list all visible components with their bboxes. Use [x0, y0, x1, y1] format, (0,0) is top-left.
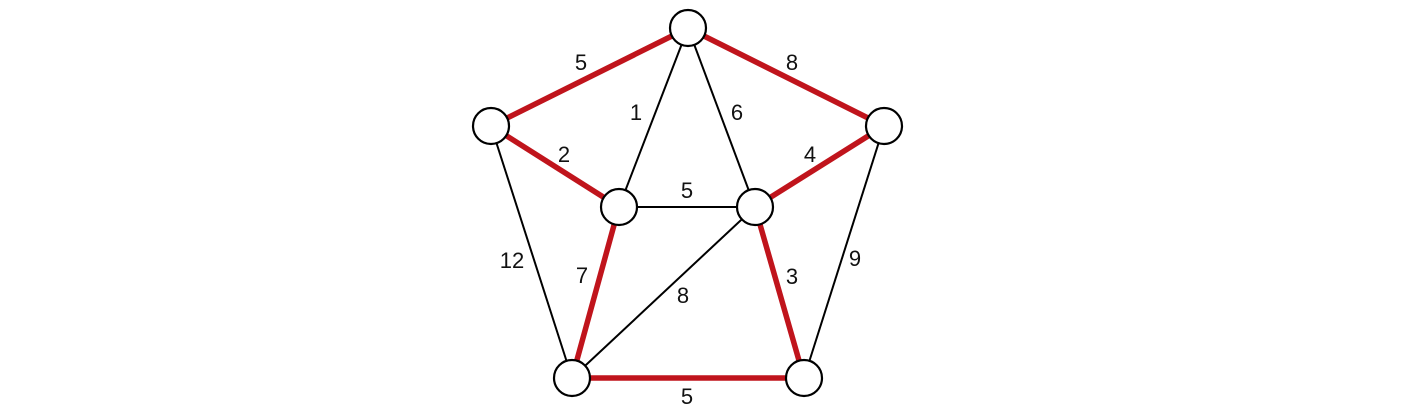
edge-left-bottom-left: [490, 125, 573, 379]
node-bottom-right: [784, 358, 824, 398]
edge-inner-right-bottom-left: [571, 206, 756, 379]
node-inner-left: [599, 187, 639, 227]
edge-inner-right-bottom-right: [752, 206, 807, 379]
edge-inner-left-bottom-left: [569, 206, 622, 379]
edge-weight-label: 7: [576, 263, 588, 288]
node-bottom-left: [552, 358, 592, 398]
edge-right-bottom-right: [803, 125, 885, 379]
edge-weight-label: 12: [500, 248, 524, 273]
edge-weight-label: 6: [731, 100, 743, 125]
node-right: [864, 106, 904, 146]
node-top: [668, 8, 708, 48]
edge-weight-label: 5: [681, 178, 693, 203]
edge-top-inner-right: [687, 27, 756, 208]
edge-top-left: [489, 25, 690, 129]
edge-top-right: [686, 25, 886, 129]
edge-weight-label: 3: [786, 264, 798, 289]
edge-inner-right-right: [753, 123, 886, 210]
edge-weight-label: 9: [849, 246, 861, 271]
edge-weight-label: 4: [804, 142, 816, 167]
edge-weight-label: 8: [786, 50, 798, 75]
node-left: [471, 106, 511, 146]
edge-left-inner-left: [489, 123, 621, 210]
node-inner-right: [735, 187, 775, 227]
edge-top-inner-left: [618, 27, 689, 208]
edge-weight-label: 8: [677, 283, 689, 308]
edge-weight-label: 1: [630, 100, 642, 125]
edge-weight-label: 5: [681, 384, 693, 409]
edge-weight-label: 2: [558, 142, 570, 167]
edge-weight-label: 5: [575, 50, 587, 75]
